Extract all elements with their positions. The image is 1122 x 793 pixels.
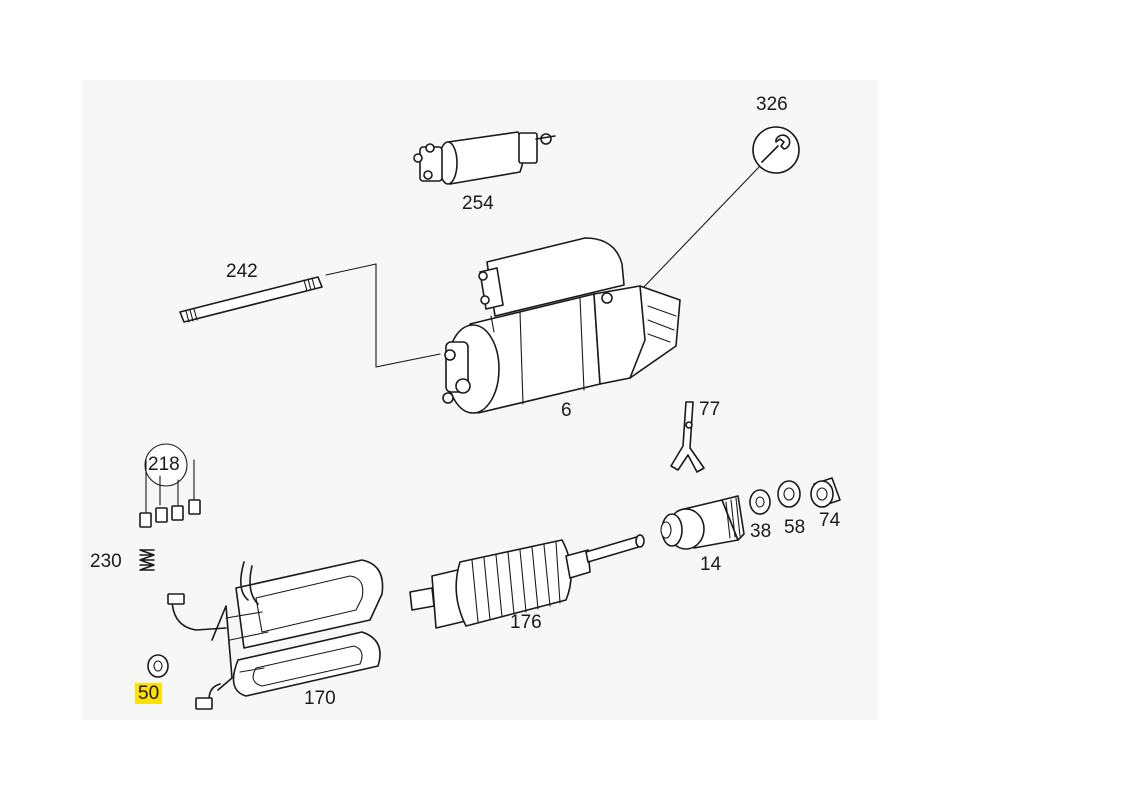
callout-170: 170 <box>304 688 336 709</box>
callout-14: 14 <box>700 554 722 575</box>
part-74-bushing[interactable] <box>810 477 841 508</box>
callout-230: 230 <box>90 551 122 572</box>
part-50-bushing[interactable] <box>147 654 169 678</box>
callout-50-highlighted[interactable]: 50 <box>135 683 163 704</box>
part-170-field-frame[interactable] <box>167 559 384 710</box>
callout-38: 38 <box>750 521 772 542</box>
part-218-brush-set[interactable] <box>139 443 201 528</box>
part-6-starter-motor[interactable] <box>442 237 681 414</box>
part-230-spring[interactable] <box>139 549 155 571</box>
part-58-ring[interactable] <box>777 480 801 508</box>
callout-58: 58 <box>784 517 806 538</box>
callout-326: 326 <box>756 94 788 115</box>
part-326-tool-symbol[interactable] <box>640 126 800 291</box>
callout-6: 6 <box>561 400 572 421</box>
callout-74: 74 <box>819 510 841 531</box>
part-38-washer[interactable] <box>749 489 771 515</box>
wrench-icon <box>761 134 791 163</box>
part-242-through-bolt[interactable] <box>179 263 441 368</box>
callout-254: 254 <box>462 193 494 214</box>
part-14-pinion[interactable] <box>660 495 745 550</box>
callout-176: 176 <box>510 612 542 633</box>
callout-242: 242 <box>226 261 258 282</box>
callout-218: 218 <box>148 454 180 475</box>
part-176-armature[interactable] <box>409 534 645 629</box>
callout-77: 77 <box>699 399 721 420</box>
part-254-solenoid[interactable] <box>413 131 556 185</box>
part-77-fork-lever[interactable] <box>670 401 705 473</box>
